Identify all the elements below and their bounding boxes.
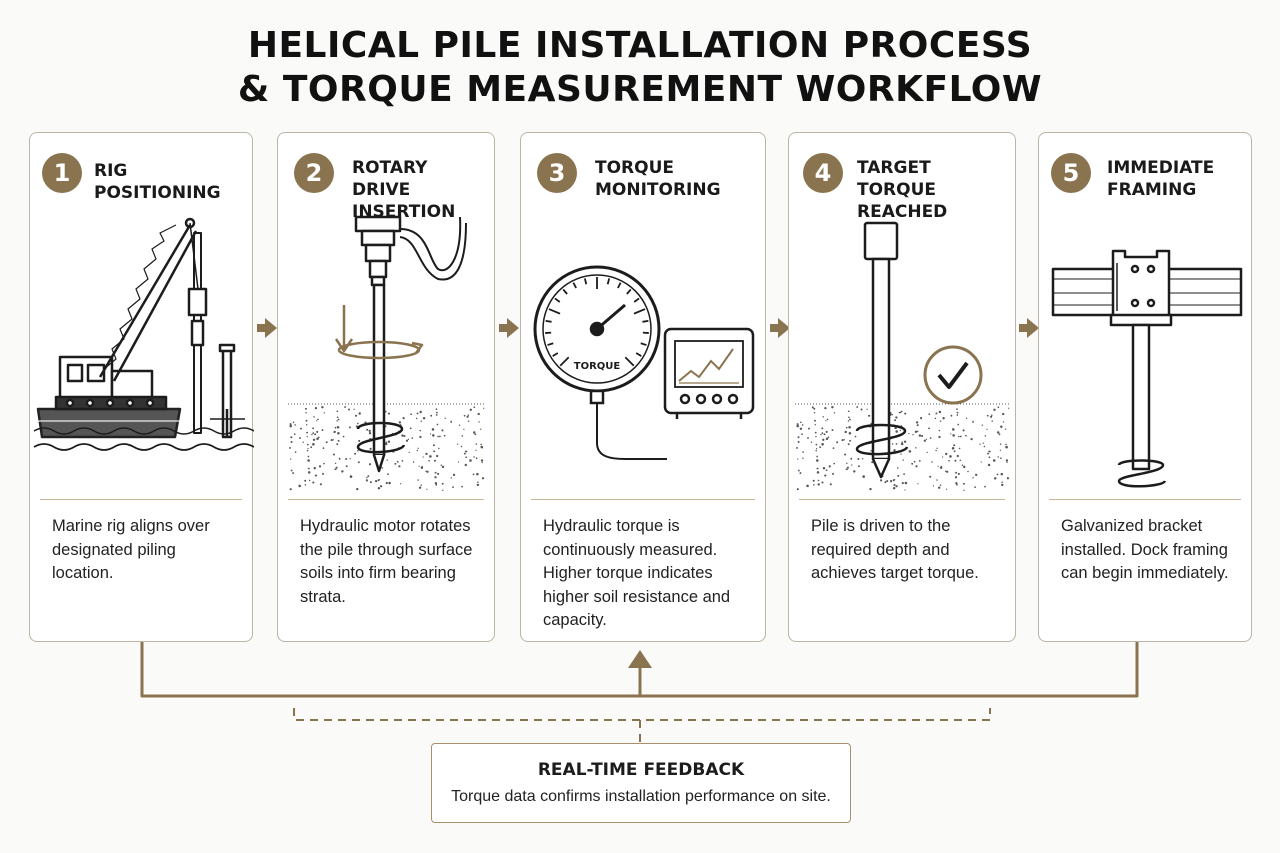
feedback-box: REAL-TIME FEEDBACK Torque data confirms … xyxy=(431,743,851,823)
step-card-2: 2 ROTARY DRIVE INSERTION xyxy=(277,132,495,642)
step-description: Hydraulic motor rotates the pile through… xyxy=(300,517,473,606)
step-card-3: 3 TORQUE MONITORING TORQUE Hydraulic tor… xyxy=(520,132,766,642)
step-card-4: 4 TARGET TORQUE REACHED Pile is driven t… xyxy=(788,132,1016,642)
step-description: Marine rig aligns over designated piling… xyxy=(52,517,210,582)
target-pile-icon xyxy=(795,221,1011,492)
feedback-text: Torque data confirms installation perfor… xyxy=(451,788,831,805)
checkmark-icon xyxy=(923,345,983,405)
feedback-loop-connector xyxy=(140,642,1139,743)
divider xyxy=(531,499,755,500)
step-description: Hydraulic torque is continuously measure… xyxy=(543,517,731,629)
feedback-title: REAL-TIME FEEDBACK xyxy=(537,760,745,780)
rotary-drive-icon xyxy=(288,215,486,494)
title-line-1: HELICAL PILE INSTALLATION PROCESS xyxy=(247,25,1033,66)
divider xyxy=(288,499,484,500)
step-number-badge: 3 xyxy=(537,153,577,193)
title-line-2: & TORQUE MEASUREMENT WORKFLOW xyxy=(237,69,1043,110)
gauge-label: TORQUE xyxy=(573,361,621,372)
step-number-badge: 1 xyxy=(42,153,82,193)
step-title: RIG POSITIONING xyxy=(94,161,221,203)
step-title: TORQUE MONITORING xyxy=(595,158,721,200)
step-card-1: 1 RIG POSITIONING xyxy=(29,132,254,642)
arrow-right-icon xyxy=(1019,318,1039,338)
divider xyxy=(40,499,242,500)
arrow-right-icon xyxy=(499,318,519,338)
arrow-right-icon xyxy=(257,318,277,338)
marine-rig-icon xyxy=(33,217,254,451)
arrow-right-icon xyxy=(770,318,790,338)
bracket-icon xyxy=(1051,249,1243,488)
step-number-badge: 2 xyxy=(294,153,334,193)
step-description: Pile is driven to the required depth and… xyxy=(811,517,979,582)
step-title: IMMEDIATE FRAMING xyxy=(1107,158,1215,200)
step-number-badge: 5 xyxy=(1051,153,1091,193)
step-title: ROTARY DRIVE INSERTION xyxy=(352,158,456,222)
torque-gauge-icon xyxy=(533,265,755,460)
step-number-badge: 4 xyxy=(803,153,843,193)
step-card-5: 5 IMMEDIATE FRAMING Galvanized bracket i… xyxy=(1038,132,1252,642)
divider xyxy=(1049,499,1241,500)
page-title: HELICAL PILE INSTALLATION PROCESS & TORQ… xyxy=(0,24,1280,112)
divider xyxy=(799,499,1005,500)
step-title: TARGET TORQUE REACHED xyxy=(857,158,948,222)
step-description: Galvanized bracket installed. Dock frami… xyxy=(1061,517,1229,582)
